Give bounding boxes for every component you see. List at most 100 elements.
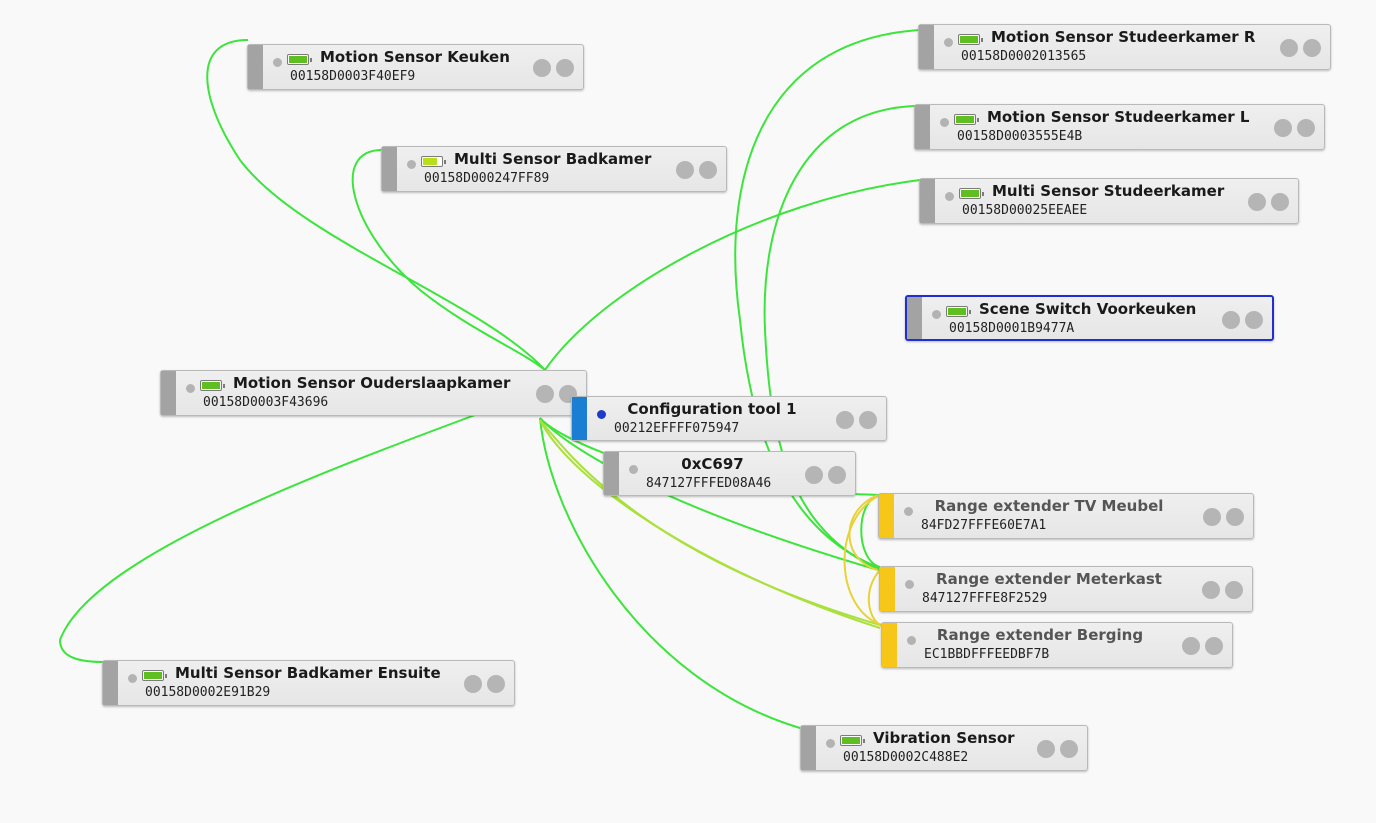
device-address: 84FD27FFFE60E7A1 (921, 518, 1047, 533)
device-node[interactable]: Multi Sensor Badkamer 00158D000247FF89 (381, 146, 727, 192)
input-port-icon[interactable] (1248, 193, 1266, 211)
device-name: Motion Sensor Keuken (320, 48, 510, 66)
link-ouder-vibration (539, 417, 801, 729)
device-address: 00158D0001B9477A (949, 321, 1075, 336)
output-port-icon[interactable] (1303, 39, 1321, 57)
output-port-icon[interactable] (1271, 193, 1289, 211)
status-dot (944, 38, 953, 47)
link-ouder-berging-2 (539, 419, 881, 629)
device-node[interactable]: Vibration Sensor 00158D0002C488E2 (800, 725, 1088, 771)
battery-icon (959, 188, 984, 199)
device-node[interactable]: Motion Sensor Studeerkamer R 00158D00020… (918, 24, 1331, 70)
battery-icon (840, 735, 865, 746)
output-port-icon[interactable] (1226, 508, 1244, 526)
device-address: 00158D0003555E4B (957, 129, 1083, 144)
link-tv-meter-2 (848, 494, 879, 571)
output-port-icon[interactable] (1225, 581, 1243, 599)
device-address: EC1BBDFFFEEDBF7B (924, 647, 1050, 662)
device-name: Motion Sensor Studeerkamer L (987, 108, 1250, 126)
link-tv-berging (843, 494, 883, 626)
device-address: 00158D0002C488E2 (843, 750, 969, 765)
status-dot (904, 507, 913, 516)
device-address: 00158D00025EEAEE (962, 203, 1088, 218)
input-port-icon[interactable] (1203, 508, 1221, 526)
status-dot (273, 58, 282, 67)
status-dot (407, 160, 416, 169)
node-type-bar (919, 25, 934, 69)
device-node[interactable]: Multi Sensor Badkamer Ensuite 00158D0002… (102, 660, 515, 706)
link-keuken-ouder (206, 39, 546, 371)
output-port-icon[interactable] (1205, 637, 1223, 655)
output-port-icon[interactable] (1060, 740, 1078, 758)
input-port-icon[interactable] (1202, 581, 1220, 599)
input-port-icon[interactable] (1274, 119, 1292, 137)
device-address: 847127FFFE8F2529 (922, 591, 1048, 606)
input-port-icon[interactable] (1280, 39, 1298, 57)
input-port-icon[interactable] (464, 675, 482, 693)
device-address: 00158D0003F40EF9 (290, 69, 416, 84)
device-node[interactable]: Motion Sensor Studeerkamer L 00158D00035… (914, 104, 1325, 150)
coordinator-node[interactable]: Configuration tool 1 00212EFFFF075947 (571, 396, 887, 441)
battery-icon (954, 114, 979, 125)
device-address: 00158D0002E91B29 (145, 685, 271, 700)
router-node[interactable]: Range extender Berging EC1BBDFFFEEDBF7B (881, 622, 1233, 668)
output-port-icon[interactable] (556, 59, 574, 77)
status-dot (597, 410, 606, 419)
node-type-bar (103, 661, 118, 705)
link-meter-berging (867, 569, 883, 627)
status-dot (945, 192, 954, 201)
device-node[interactable]: Motion Sensor Keuken 00158D0003F40EF9 (247, 44, 584, 90)
status-dot (905, 580, 914, 589)
battery-icon (200, 380, 225, 391)
link-ouder-ensuite (58, 414, 476, 663)
device-node[interactable]: 0xC697 847127FFFED08A46 (603, 451, 856, 496)
device-name: Motion Sensor Ouderslaapkamer (233, 374, 511, 392)
output-port-icon[interactable] (487, 675, 505, 693)
device-name: 0xC697 (681, 455, 744, 473)
output-port-icon[interactable] (1245, 311, 1263, 329)
input-port-icon[interactable] (805, 466, 823, 484)
node-type-bar (382, 147, 397, 191)
input-port-icon[interactable] (1037, 740, 1055, 758)
output-port-icon[interactable] (828, 466, 846, 484)
output-port-icon[interactable] (1297, 119, 1315, 137)
node-type-bar (915, 105, 930, 149)
router-node[interactable]: Range extender Meterkast 847127FFFE8F252… (879, 566, 1253, 612)
input-port-icon[interactable] (836, 411, 854, 429)
device-name: Configuration tool 1 (627, 400, 797, 418)
output-port-icon[interactable] (859, 411, 877, 429)
device-name: Scene Switch Voorkeuken (979, 300, 1197, 318)
input-port-icon[interactable] (533, 59, 551, 77)
node-type-bar (572, 397, 587, 440)
input-port-icon[interactable] (676, 161, 694, 179)
battery-icon (946, 306, 971, 317)
status-dot (907, 636, 916, 645)
device-name: Multi Sensor Badkamer (454, 150, 652, 168)
output-port-icon[interactable] (699, 161, 717, 179)
input-port-icon[interactable] (1222, 311, 1240, 329)
node-type-bar (604, 452, 619, 495)
device-name: Vibration Sensor (873, 729, 1015, 747)
link-studR-meter (734, 29, 921, 569)
device-name: Range extender Meterkast (936, 570, 1162, 588)
link-studL-meter (763, 105, 916, 571)
device-node[interactable]: Multi Sensor Studeerkamer 00158D00025EEA… (919, 178, 1299, 224)
device-node-selected[interactable]: Scene Switch Voorkeuken 00158D0001B9477A (905, 295, 1274, 341)
node-type-bar (920, 179, 935, 223)
battery-icon (287, 54, 312, 65)
node-type-bar (161, 371, 176, 415)
device-node[interactable]: Motion Sensor Ouderslaapkamer 00158D0003… (160, 370, 587, 416)
router-node[interactable]: Range extender TV Meubel 84FD27FFFE60E7A… (878, 493, 1254, 539)
node-type-bar (248, 45, 263, 89)
device-name: Range extender Berging (936, 626, 1144, 644)
status-dot (128, 674, 137, 683)
device-address: 00158D0003F43696 (203, 395, 329, 410)
battery-icon (142, 670, 167, 681)
node-type-bar (882, 623, 897, 667)
device-address: 00158D0002013565 (961, 49, 1087, 64)
device-name: Motion Sensor Studeerkamer R (991, 28, 1256, 46)
input-port-icon[interactable] (536, 385, 554, 403)
link-badkamer-ouder (351, 149, 546, 371)
node-type-bar (880, 567, 895, 611)
input-port-icon[interactable] (1182, 637, 1200, 655)
